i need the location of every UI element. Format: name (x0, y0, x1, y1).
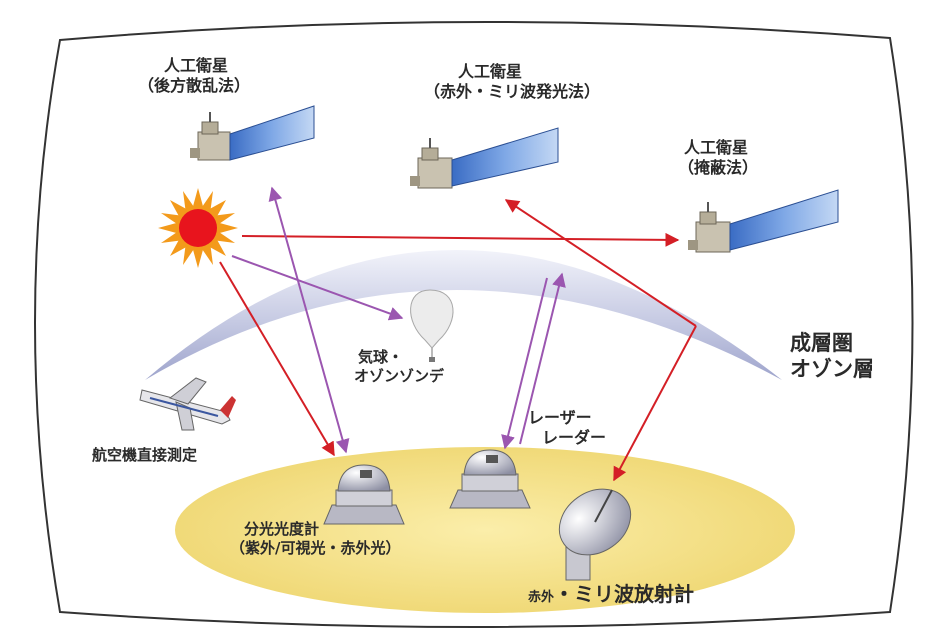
radiometer-dish-icon (558, 488, 632, 581)
lidar-line1: レーザー (528, 408, 592, 427)
satellite-2-label: 人工衛星 （赤外・ミリ波発光法） (424, 62, 600, 102)
balloon-line1: 気球・ (358, 348, 404, 366)
satellite-2-icon (410, 127, 559, 189)
satellite-1-icon (190, 105, 315, 161)
radiometer-main: ・ミリ波放射計 (554, 582, 695, 606)
arrow-ground-to-sat2 (504, 199, 697, 327)
satellite-3-label: 人工衛星 （掩蔽法） (678, 138, 758, 178)
ground-ellipse (175, 447, 795, 613)
lidar-line2: レーダー (542, 428, 607, 447)
satellite-1-method: （後方散乱法） (138, 76, 251, 95)
satellite-1-name: 人工衛星 (164, 56, 229, 75)
stratosphere-line1: 成層圏 (790, 331, 853, 355)
spectrometer-line2: （紫外/可視光・赤外光） (230, 538, 401, 557)
aircraft-label: 航空機直接測定 (92, 446, 198, 464)
arrow-sun-to-balloon (231, 255, 404, 321)
satellite-3-icon (688, 189, 839, 253)
satellite-3-method: （掩蔽法） (678, 158, 759, 177)
satellite-3-name: 人工衛星 (684, 138, 749, 157)
radiometer-label: 赤外・ミリ波放射計 (528, 582, 694, 607)
aircraft-icon (139, 377, 236, 431)
lidar-icon (449, 449, 531, 509)
spectrometer-label: 分光光度計 （紫外/可視光・赤外光） (230, 520, 400, 558)
spectrometer-line1: 分光光度計 (244, 520, 320, 538)
arrow-lidar-down (501, 277, 548, 450)
radiometer-prefix: 赤外 (528, 590, 555, 605)
arrow-to-radiometer (613, 325, 697, 482)
arrow-sat1-to-spectrometer (268, 186, 350, 454)
balloon-line2: オゾンゾンデ (354, 366, 445, 385)
satellite-2-method: （赤外・ミリ波発光法） (424, 82, 601, 101)
balloon-icon (410, 289, 454, 362)
lidar-label: レーザー レーダー (528, 408, 606, 448)
stratosphere-line2: オゾン層 (790, 357, 874, 382)
arrow-lidar-up (519, 272, 566, 445)
satellite-1-label: 人工衛星 （後方散乱法） (138, 56, 250, 96)
satellite-2-name: 人工衛星 (458, 62, 523, 81)
balloon-label: 気球・ オゾンゾンデ (354, 348, 444, 386)
spectrometer-icon (323, 464, 405, 525)
sun-icon (158, 188, 238, 268)
stratosphere-label: 成層圏 オゾン層 (790, 330, 874, 383)
